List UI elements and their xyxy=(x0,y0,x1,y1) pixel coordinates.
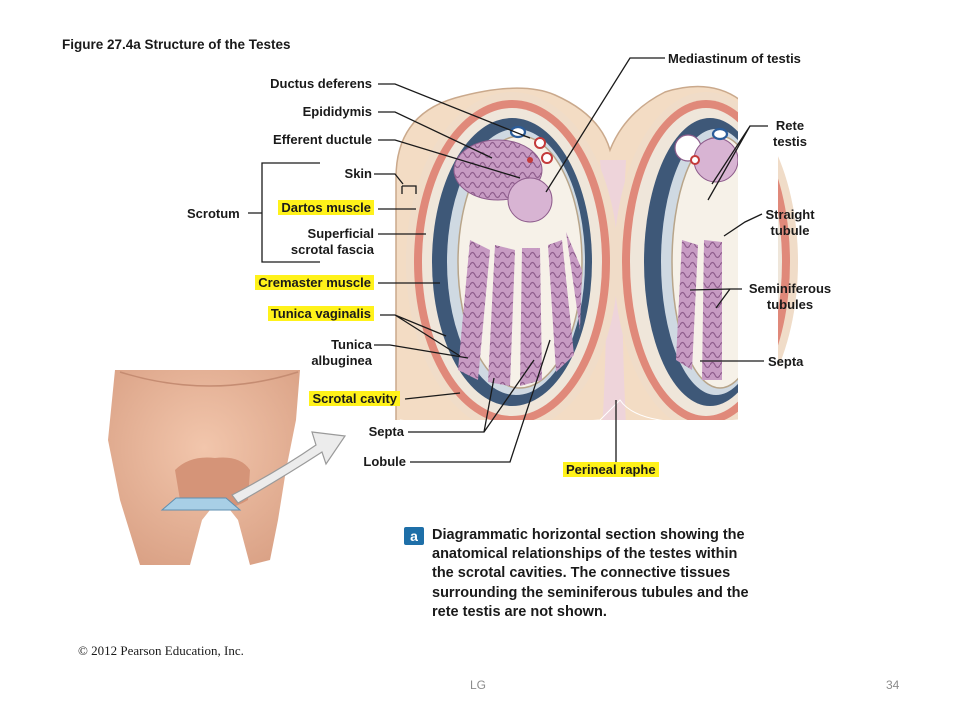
label-septa-right: Septa xyxy=(768,354,804,369)
label-straight-tubule: Straight tubule xyxy=(765,207,815,238)
label-epididymis: Epididymis xyxy=(302,104,372,119)
figure-title: Figure 27.4a Structure of the Testes xyxy=(62,37,291,52)
label-efferent-ductule: Efferent ductule xyxy=(273,132,372,147)
label-tunica-albuginea: Tunica albuginea xyxy=(311,337,372,368)
label-skin: Skin xyxy=(344,166,372,181)
copyright: © 2012 Pearson Education, Inc. xyxy=(78,643,244,658)
section-plane xyxy=(160,497,242,511)
scrotal-section xyxy=(390,85,798,470)
label-cremaster-muscle: Cremaster muscle xyxy=(226,275,374,291)
label-tunica-vaginalis: Tunica vaginalis xyxy=(226,306,374,322)
label-dartos-muscle: Dartos muscle xyxy=(240,200,374,216)
leader-lines xyxy=(248,57,768,463)
label-seminiferous-tubules: Seminiferous tubules xyxy=(748,281,832,312)
label-lobule: Lobule xyxy=(363,454,406,469)
arrow-icon xyxy=(231,431,347,504)
caption-text: Diagrammatic horizontal section showing … xyxy=(432,527,749,620)
caption-badge: a xyxy=(404,527,424,545)
label-perineal-raphe: Perineal raphe xyxy=(563,462,659,478)
label-rete-testis: Rete testis xyxy=(773,118,807,149)
body-inset xyxy=(108,370,347,565)
label-scrotum: Scrotum xyxy=(187,206,240,221)
page-number: 34 xyxy=(886,678,900,692)
genital-region xyxy=(175,457,250,510)
left-rete-testis xyxy=(507,177,553,223)
label-mediastinum-of-testis: Mediastinum of testis xyxy=(668,51,801,66)
right-lobules xyxy=(676,240,722,380)
label-ductus-deferens: Ductus deferens xyxy=(270,76,372,91)
label-scrotal-cavity: Scrotal cavity xyxy=(270,391,400,407)
footer-left: LG xyxy=(470,678,487,692)
left-lobules xyxy=(458,232,582,386)
label-superficial-scrotal-fascia: Superficial scrotal fascia xyxy=(290,226,374,257)
label-septa-left: Septa xyxy=(368,424,404,439)
